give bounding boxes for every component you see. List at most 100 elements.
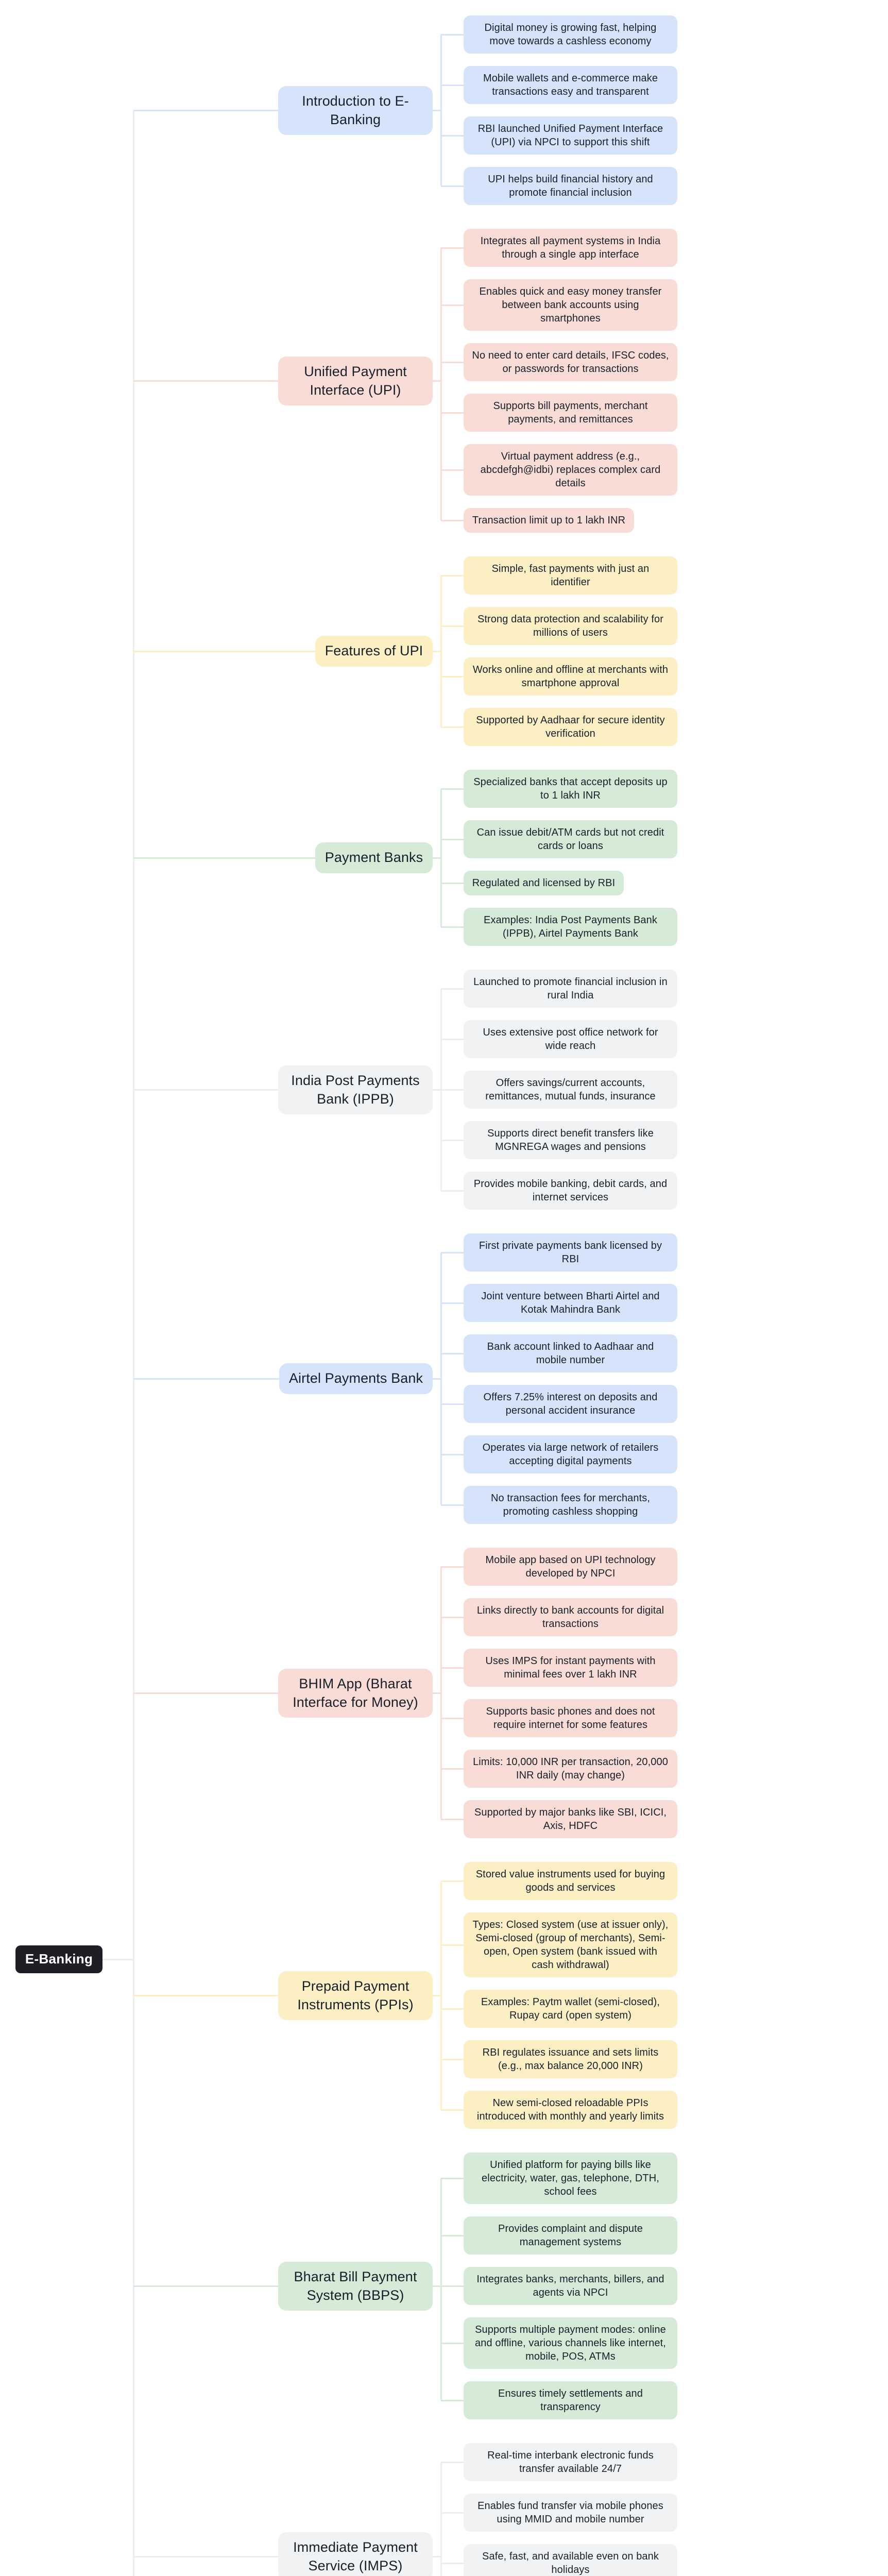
connector-line xyxy=(441,574,464,577)
leaf-node-9-5[interactable]: Ensures timely settlements and transpare… xyxy=(464,2381,677,2419)
leaf-node-6-3[interactable]: Bank account linked to Aadhaar and mobil… xyxy=(464,1334,677,1372)
branch-node-5[interactable]: India Post Payments Bank (IPPB) xyxy=(278,1065,433,1114)
connector-line xyxy=(440,248,442,520)
branch-node-9[interactable]: Bharat Bill Payment System (BBPS) xyxy=(278,2262,433,2311)
connector-line xyxy=(441,412,464,414)
leaf-node-10-3[interactable]: Safe, fast, and available even on bank h… xyxy=(464,2544,677,2576)
connector-line xyxy=(132,110,134,2576)
leaf-node-8-5[interactable]: New semi-closed reloadable PPIs introduc… xyxy=(464,2091,677,2129)
connector-line xyxy=(441,1352,464,1354)
leaf-node-2-6[interactable]: Transaction limit up to 1 lakh INR xyxy=(464,508,634,533)
leaf-node-6-2[interactable]: Joint venture between Bharti Airtel and … xyxy=(464,1284,677,1322)
connector-line xyxy=(440,35,442,186)
connector-line xyxy=(441,2008,464,2010)
branch-node-10[interactable]: Immediate Payment Service (IMPS) xyxy=(278,2532,433,2576)
leaf-node-3-1[interactable]: Simple, fast payments with just an ident… xyxy=(464,556,677,595)
connector-line xyxy=(133,857,315,859)
connector-line xyxy=(441,84,464,86)
connector-line xyxy=(441,1038,464,1040)
leaf-node-10-2[interactable]: Enables fund transfer via mobile phones … xyxy=(464,2494,677,2532)
leaf-node-5-1[interactable]: Launched to promote financial inclusion … xyxy=(464,970,677,1008)
connector-line xyxy=(441,625,464,627)
branch-node-3[interactable]: Features of UPI xyxy=(315,636,433,667)
leaf-node-1-3[interactable]: RBI launched Unified Payment Interface (… xyxy=(464,116,677,155)
leaf-node-2-5[interactable]: Virtual payment address (e.g., abcdefgh@… xyxy=(464,444,677,496)
connector-line xyxy=(440,1567,442,1819)
leaf-node-7-5[interactable]: Limits: 10,000 INR per transaction, 20,0… xyxy=(464,1750,677,1788)
leaf-node-9-3[interactable]: Integrates banks, merchants, billers, an… xyxy=(464,2267,677,2305)
leaf-node-4-3[interactable]: Regulated and licensed by RBI xyxy=(464,871,624,895)
connector-line xyxy=(440,789,442,927)
connector-line xyxy=(433,110,441,111)
leaf-node-9-1[interactable]: Unified platform for paying bills like e… xyxy=(464,2153,677,2204)
connector-line xyxy=(441,2109,464,2111)
root-node[interactable]: E-Banking xyxy=(15,1945,103,1973)
branch-node-2[interactable]: Unified Payment Interface (UPI) xyxy=(278,357,433,405)
leaf-node-5-2[interactable]: Uses extensive post office network for w… xyxy=(464,1020,677,1058)
connector-line xyxy=(441,134,464,137)
leaf-node-7-4[interactable]: Supports basic phones and does not requi… xyxy=(464,1699,677,1737)
leaf-node-6-4[interactable]: Offers 7.25% interest on deposits and pe… xyxy=(464,1385,677,1423)
leaf-node-9-2[interactable]: Provides complaint and dispute managemen… xyxy=(464,2216,677,2255)
leaf-node-6-5[interactable]: Operates via large network of retailers … xyxy=(464,1435,677,1473)
leaf-node-10-1[interactable]: Real-time interbank electronic funds tra… xyxy=(464,2443,677,2481)
leaf-node-7-1[interactable]: Mobile app based on UPI technology devel… xyxy=(464,1548,677,1586)
connector-line xyxy=(441,2562,464,2564)
leaf-node-1-1[interactable]: Digital money is growing fast, helping m… xyxy=(464,15,677,54)
connector-line xyxy=(441,1403,464,1405)
connector-line xyxy=(441,882,464,884)
leaf-node-4-4[interactable]: Examples: India Post Payments Bank (IPPB… xyxy=(464,908,677,946)
connector-line xyxy=(441,1251,464,1253)
leaf-node-9-4[interactable]: Supports multiple payment modes: online … xyxy=(464,2317,677,2369)
leaf-node-4-1[interactable]: Specialized banks that accept deposits u… xyxy=(464,770,677,808)
leaf-node-5-4[interactable]: Supports direct benefit transfers like M… xyxy=(464,1121,677,1159)
leaf-node-3-4[interactable]: Supported by Aadhaar for secure identity… xyxy=(464,708,677,746)
leaf-node-8-1[interactable]: Stored value instruments used for buying… xyxy=(464,1862,677,1900)
connector-line xyxy=(440,1252,442,1505)
connector-line xyxy=(433,1378,441,1380)
leaf-node-2-2[interactable]: Enables quick and easy money transfer be… xyxy=(464,279,677,331)
leaf-node-8-3[interactable]: Examples: Paytm wallet (semi-closed), Ru… xyxy=(464,1990,677,2028)
leaf-node-7-6[interactable]: Supported by major banks like SBI, ICICI… xyxy=(464,1800,677,1838)
connector-line xyxy=(433,650,441,652)
leaf-node-1-4[interactable]: UPI helps build financial history and pr… xyxy=(464,167,677,205)
connector-line xyxy=(441,519,464,521)
branch-node-7[interactable]: BHIM App (Bharat Interface for Money) xyxy=(278,1669,433,1718)
branch-node-1[interactable]: Introduction to E-Banking xyxy=(278,86,433,135)
leaf-node-2-4[interactable]: Supports bill payments, merchant payment… xyxy=(464,394,677,432)
connector-line xyxy=(441,1717,464,1719)
connector-line xyxy=(441,2177,464,2179)
leaf-node-8-2[interactable]: Types: Closed system (use at issuer only… xyxy=(464,1912,677,1977)
leaf-node-4-2[interactable]: Can issue debit/ATM cards but not credit… xyxy=(464,820,677,858)
connector-line xyxy=(441,1190,464,1192)
connector-line xyxy=(441,247,464,249)
connector-line xyxy=(441,788,464,790)
leaf-node-5-3[interactable]: Offers savings/current accounts, remitta… xyxy=(464,1071,677,1109)
branch-node-8[interactable]: Prepaid Payment Instruments (PPIs) xyxy=(278,1971,433,2020)
connector-line xyxy=(441,1880,464,1882)
connector-line xyxy=(433,857,441,859)
leaf-node-6-6[interactable]: No transaction fees for merchants, promo… xyxy=(464,1486,677,1524)
connector-line xyxy=(441,675,464,677)
leaf-node-3-2[interactable]: Strong data protection and scalability f… xyxy=(464,607,677,645)
connector-line xyxy=(441,1566,464,1568)
connector-line xyxy=(441,1818,464,1820)
leaf-node-5-5[interactable]: Provides mobile banking, debit cards, an… xyxy=(464,1172,677,1210)
leaf-node-2-3[interactable]: No need to enter card details, IFSC code… xyxy=(464,343,677,381)
connector-line xyxy=(433,1089,441,1091)
connector-line xyxy=(133,1692,278,1694)
leaf-node-2-1[interactable]: Integrates all payment systems in India … xyxy=(464,229,677,267)
leaf-node-3-3[interactable]: Works online and offline at merchants wi… xyxy=(464,657,677,696)
leaf-node-1-2[interactable]: Mobile wallets and e-commerce make trans… xyxy=(464,66,677,104)
leaf-node-8-4[interactable]: RBI regulates issuance and sets limits (… xyxy=(464,2040,677,2078)
leaf-node-7-2[interactable]: Links directly to bank accounts for digi… xyxy=(464,1598,677,1636)
connector-line xyxy=(133,1089,278,1091)
connector-line xyxy=(440,575,442,727)
connector-line xyxy=(441,1944,464,1946)
branch-node-4[interactable]: Payment Banks xyxy=(315,842,433,873)
leaf-node-6-1[interactable]: First private payments bank licensed by … xyxy=(464,1233,677,1272)
branch-node-6[interactable]: Airtel Payments Bank xyxy=(279,1363,433,1394)
connector-line xyxy=(133,650,315,652)
leaf-node-7-3[interactable]: Uses IMPS for instant payments with mini… xyxy=(464,1649,677,1687)
